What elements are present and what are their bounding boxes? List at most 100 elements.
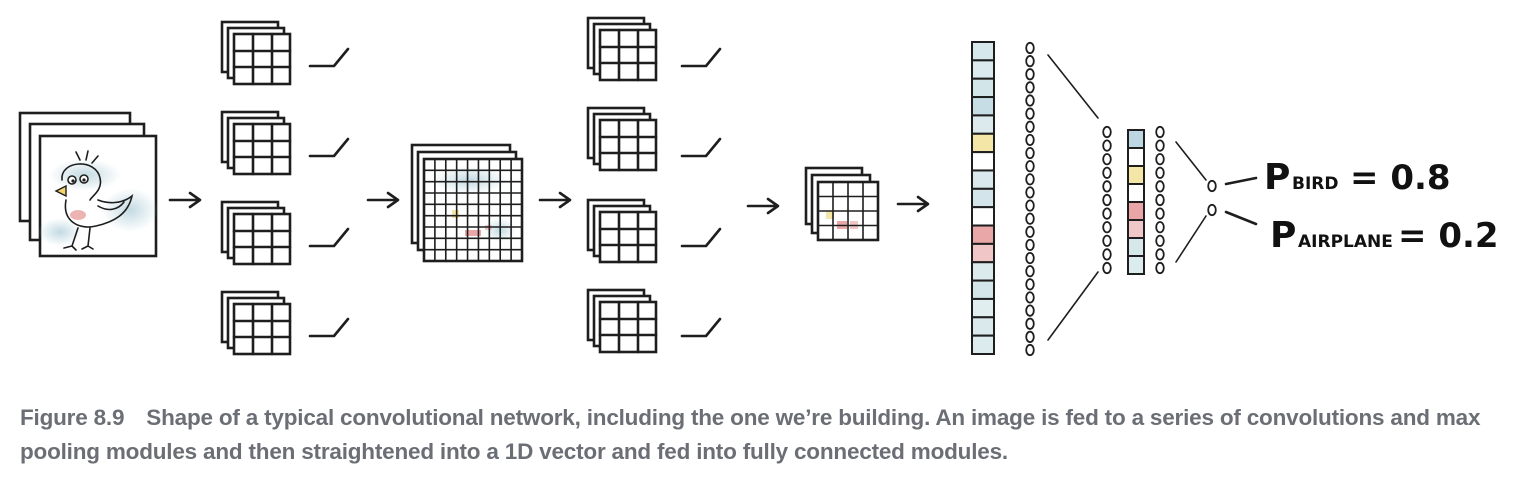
vector-cell bbox=[971, 261, 995, 282]
flattened-vector bbox=[971, 41, 995, 356]
neuron-node bbox=[1025, 317, 1035, 330]
neuron-node bbox=[1025, 238, 1035, 252]
feature-map bbox=[220, 290, 292, 356]
neuron-node bbox=[1025, 251, 1035, 265]
neuron-node bbox=[1102, 221, 1112, 234]
neuron-node bbox=[1102, 261, 1112, 275]
neuron-node bbox=[1025, 199, 1035, 212]
pooled-grid-1 bbox=[410, 143, 524, 263]
conv-layer-2 bbox=[586, 16, 722, 354]
vector-cell bbox=[971, 169, 995, 190]
vector-cell bbox=[971, 297, 995, 319]
vector-cell bbox=[971, 77, 995, 99]
vector-cell bbox=[971, 114, 995, 135]
prob-symbol: P bbox=[1264, 157, 1290, 198]
neuron-node bbox=[1155, 207, 1165, 220]
vector-cell bbox=[971, 59, 995, 80]
vector-cell bbox=[971, 41, 995, 62]
neuron-node bbox=[1025, 68, 1035, 81]
relu-icon bbox=[308, 47, 350, 68]
neuron-node bbox=[1025, 225, 1035, 238]
neuron-node bbox=[1025, 81, 1035, 94]
vector-cell bbox=[971, 206, 995, 227]
feature-map bbox=[586, 16, 658, 82]
feature-map bbox=[586, 106, 658, 172]
relu-icon bbox=[680, 227, 722, 248]
neuron-node bbox=[1102, 180, 1112, 193]
neuron-node bbox=[1025, 94, 1035, 107]
neuron-node bbox=[1102, 166, 1112, 179]
caption-text: Shape of a typical convolutional network… bbox=[20, 405, 1481, 464]
feature-map bbox=[586, 198, 658, 264]
neuron-node bbox=[1025, 55, 1035, 68]
vector-cell bbox=[971, 132, 995, 154]
neuron-node bbox=[1102, 125, 1112, 139]
neuron-node bbox=[1025, 343, 1035, 357]
vector-cell bbox=[1127, 147, 1145, 167]
arrow-icon bbox=[896, 195, 930, 213]
bird-prob: = 0.8 bbox=[1350, 158, 1451, 198]
dense-hidden-nodes bbox=[1102, 125, 1112, 275]
neuron-node bbox=[1102, 207, 1112, 220]
vector-cell bbox=[971, 224, 995, 245]
output-node bbox=[1207, 203, 1217, 217]
neuron-node bbox=[1025, 160, 1035, 173]
feature-map bbox=[220, 200, 292, 266]
vector-cell bbox=[1127, 129, 1145, 149]
vector-cell bbox=[971, 334, 995, 356]
figure-number: Figure 8.9 bbox=[20, 405, 125, 430]
neuron-node bbox=[1155, 261, 1165, 275]
neuron-node bbox=[1025, 186, 1035, 199]
output-airplane: P AIRPLANE = 0.2 bbox=[1270, 215, 1499, 256]
relu-icon bbox=[680, 317, 722, 338]
input-image bbox=[18, 111, 158, 258]
vector-cell bbox=[971, 96, 995, 117]
neuron-node bbox=[1155, 193, 1165, 207]
neuron-node bbox=[1025, 212, 1035, 225]
bird-icon bbox=[38, 150, 158, 251]
vector-cell bbox=[971, 279, 995, 300]
neuron-node bbox=[1155, 221, 1165, 234]
neuron-node bbox=[1155, 139, 1165, 152]
airplane-label: AIRPLANE bbox=[1298, 232, 1393, 252]
relu-icon bbox=[308, 227, 350, 248]
vector-cell bbox=[971, 242, 995, 264]
neuron-node bbox=[1102, 139, 1112, 152]
vector-cell bbox=[1127, 237, 1145, 257]
neuron-node bbox=[1025, 133, 1035, 147]
feature-map bbox=[586, 288, 658, 354]
prob-symbol: P bbox=[1270, 215, 1296, 256]
connection-lines bbox=[1047, 54, 1099, 341]
arrow-icon bbox=[746, 197, 780, 215]
bird-label: BIRD bbox=[1292, 174, 1338, 194]
neuron-node bbox=[1155, 234, 1165, 247]
neuron-node bbox=[1102, 248, 1112, 261]
neuron-node bbox=[1102, 193, 1112, 207]
neuron-node bbox=[1155, 248, 1165, 261]
arrow-icon bbox=[168, 191, 202, 209]
neuron-node bbox=[1025, 146, 1035, 160]
relu-icon bbox=[680, 137, 722, 158]
output-bird: P BIRD = 0.8 bbox=[1264, 157, 1451, 198]
neuron-node bbox=[1025, 41, 1035, 55]
arrow-icon bbox=[366, 191, 400, 209]
neuron-node bbox=[1155, 166, 1165, 179]
arrow-icon bbox=[538, 191, 572, 209]
dense-hidden-nodes-2 bbox=[1155, 125, 1165, 275]
feature-map bbox=[220, 110, 292, 176]
relu-icon bbox=[308, 317, 350, 338]
neuron-node bbox=[1102, 153, 1112, 166]
neuron-node bbox=[1025, 120, 1035, 133]
vector-cell bbox=[971, 187, 995, 209]
vector-cell bbox=[1127, 165, 1145, 185]
neuron-node bbox=[1155, 125, 1165, 139]
output-lines bbox=[1224, 176, 1258, 226]
vector-cell bbox=[1127, 219, 1145, 239]
dense-input-nodes bbox=[1025, 41, 1035, 357]
hidden-vector bbox=[1127, 129, 1145, 275]
neuron-node bbox=[1102, 234, 1112, 247]
cnn-diagram: P BIRD = 0.8 P AIRPLANE = 0.2 bbox=[18, 16, 1499, 357]
vector-cell bbox=[971, 151, 995, 172]
output-node bbox=[1207, 179, 1217, 193]
